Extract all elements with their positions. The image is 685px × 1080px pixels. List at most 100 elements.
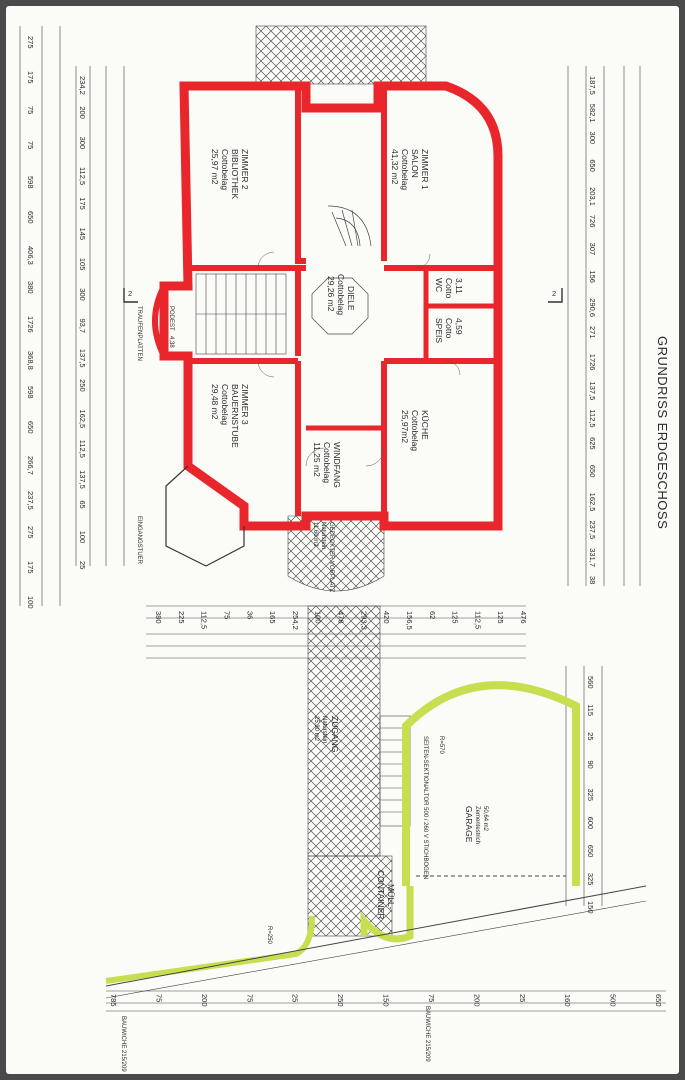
access-path-lower-hatch	[307, 855, 393, 937]
dimension-value: 625	[588, 437, 597, 450]
room-speis-area: 4,59	[454, 318, 464, 335]
dimension-text-left-outer: 2751757575598650406,33801726368,85986502…	[26, 36, 35, 609]
dimension-value: 254,2	[291, 611, 300, 630]
covered-porch-hatch	[287, 515, 385, 592]
dimension-value: 300	[78, 288, 87, 301]
dimension-value: 75	[26, 106, 35, 114]
dimension-value: 380	[154, 611, 163, 624]
dimension-value: 75	[222, 611, 231, 619]
room-podest-area: 4,38	[168, 336, 174, 348]
property-line	[105, 885, 647, 987]
dimension-value: 115	[586, 704, 595, 716]
room-zugang-area: 25,30 m2	[313, 716, 319, 742]
door-swings	[257, 251, 461, 467]
room-kueche-floor: Cottobelag	[410, 410, 420, 451]
dimension-value: 300	[78, 137, 87, 150]
dimension-value: 75	[154, 994, 163, 1002]
dimension-value: 1726	[588, 354, 597, 371]
drawing-title: GRUNDRISS ERDGESCHOSS	[655, 336, 670, 529]
dimension-value: 560	[586, 676, 595, 689]
dimension-value: 476	[337, 611, 346, 624]
dimension-value: 476	[519, 611, 528, 624]
dimension-value: 225	[177, 611, 186, 624]
dimension-value: 137,5	[78, 470, 87, 489]
misc-labels: R=250 R=570 EINGANGSTUER TRAUFENPLATTEN …	[120, 289, 556, 1072]
dimension-value: 175	[26, 71, 35, 84]
dimension-value: 145	[78, 228, 87, 241]
dimension-value: 75	[26, 141, 35, 149]
dimension-value: 380	[26, 281, 35, 294]
section-lines	[123, 288, 563, 303]
room-vorplatz-area: 11,60 m2	[312, 522, 318, 547]
dimension-value: 75	[427, 994, 436, 1002]
dimension-value: 290,6	[588, 298, 597, 317]
dimension-value: 150	[382, 994, 391, 1007]
dimension-value: 112,5	[588, 409, 597, 427]
diele-octagon	[311, 277, 369, 335]
room-vorplatz-name: GEDECKTER VORPLATZ	[328, 522, 334, 593]
dimension-value: 307	[588, 243, 597, 256]
room-garage-area: 50,64 m2	[482, 806, 488, 832]
dimension-value: 165	[268, 611, 277, 624]
dimension-value: 162,5	[78, 409, 87, 428]
section-mark-left: 2	[128, 289, 132, 298]
dimension-value: 500	[609, 994, 618, 1007]
dimension-value: 582,1	[588, 104, 597, 123]
room-wc-name: WC	[434, 278, 444, 292]
dimension-value: 237,5	[26, 491, 35, 510]
dimension-value: 62	[428, 611, 437, 619]
room-zimmer3-area: 29,48 m2	[210, 384, 220, 420]
radius-left-label: R=250	[266, 926, 272, 945]
dimension-value: 38	[588, 576, 597, 584]
dimension-value: 598	[26, 176, 35, 189]
room-kueche-name: KÜCHE	[420, 410, 430, 440]
room-zimmer3-name: ZIMMER 3	[240, 384, 250, 425]
dimension-value: 160	[563, 994, 572, 1007]
room-diele-area: 29,26 m2	[326, 276, 336, 312]
dimension-value: 175	[78, 197, 87, 210]
dimension-value: 650	[26, 421, 35, 434]
dimension-value: 100	[314, 611, 323, 624]
muell-line1: MÜLL-	[386, 884, 396, 910]
room-zimmer3-line2: BAUERNSTUBE	[230, 384, 240, 448]
room-vorplatz-floor: Naturstein	[320, 522, 326, 549]
garage-walls	[402, 681, 580, 886]
dimension-value: 250	[336, 994, 345, 1007]
room-diele-name: DIELE	[346, 286, 356, 311]
garage-door-label: SEITEN-SEKTIONALTOR 500 / 260 V STICHBOG…	[422, 736, 428, 879]
dimension-value: 275	[26, 526, 35, 539]
dimension-value: 650	[588, 465, 597, 478]
dimension-value: 325	[586, 873, 595, 886]
dimension-value: 726	[588, 215, 597, 228]
dimension-value: 598	[26, 386, 35, 399]
dimension-value: 162,5	[588, 493, 597, 512]
dimension-value: 112,5	[78, 440, 87, 458]
access-path-hatch	[307, 605, 381, 857]
room-wc-area: 3,11	[454, 278, 464, 294]
room-windfang-area: 11,25 m2	[312, 442, 322, 477]
dimension-value: 368,8	[26, 351, 35, 370]
dimension-value: 420	[382, 611, 391, 624]
podest-arc	[152, 284, 167, 358]
dimension-value: 275	[26, 36, 35, 49]
dimension-value: 331,7	[588, 548, 597, 567]
room-zimmer1-floor: Cottobelag	[400, 149, 410, 190]
dimension-value: 200	[78, 106, 87, 119]
dimension-value: 175	[26, 561, 35, 574]
dimension-lines-right	[565, 66, 641, 906]
dimension-value: 112,5	[200, 611, 209, 629]
section-mark-right: 2	[552, 289, 556, 298]
dimension-value: 65	[78, 500, 87, 508]
dimension-value: 1726	[26, 316, 35, 333]
dimension-value: 112,5	[473, 611, 482, 629]
bay-window	[165, 465, 245, 567]
room-zimmer2-floor: Cottobelag	[220, 149, 230, 190]
dimension-value: 156,5	[405, 611, 414, 630]
dimension-lines-middle	[106, 605, 666, 1012]
muell-line2: CONTAINER	[376, 870, 386, 919]
left-radius-wall	[105, 915, 315, 984]
dimension-value: 187,5	[588, 76, 597, 95]
room-labels: ZIMMER 2 BIBLIOTHEK Cottobelag 25,97 m2 …	[168, 149, 488, 919]
